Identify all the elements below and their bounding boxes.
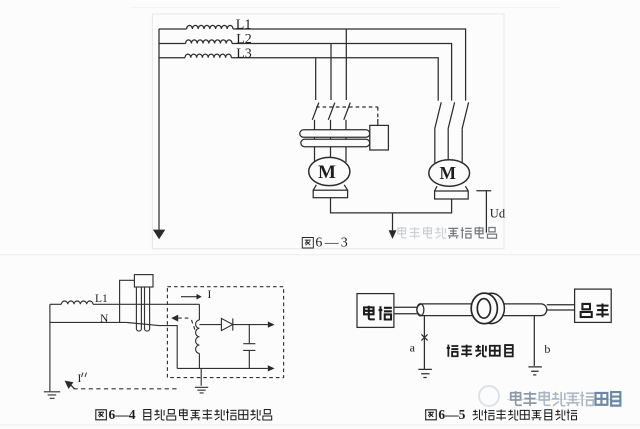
svg-text:b: b	[544, 342, 550, 356]
svg-text:L1: L1	[236, 18, 252, 33]
svg-text:6—5: 6—5	[438, 407, 465, 422]
svg-text:M: M	[318, 162, 336, 183]
svg-text:L2: L2	[236, 32, 252, 47]
svg-text:a: a	[410, 341, 416, 355]
svg-text:Ud: Ud	[490, 206, 506, 220]
svg-text:N: N	[100, 313, 109, 325]
svg-text:L3: L3	[236, 46, 252, 61]
svg-text:M: M	[440, 163, 457, 183]
svg-text:L1: L1	[95, 293, 108, 305]
svg-text:I: I	[78, 373, 82, 385]
svg-text:I: I	[208, 289, 212, 301]
svg-text:6—3: 6—3	[315, 236, 350, 251]
svg-text:6—4: 6—4	[109, 407, 136, 422]
